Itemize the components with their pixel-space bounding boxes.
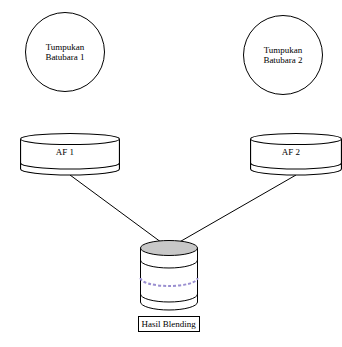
coal-pile-circle: Tumpukan Batubara 1 [25,12,105,92]
node-label: AF 1 [20,147,110,157]
node-label: Tumpukan Batubara 2 [253,45,313,66]
flow-arrow [169,175,296,248]
feeder-cylinder: AF 2 [250,133,342,175]
flow-arrow [70,175,169,248]
node-label: Hasil Blending [138,316,200,332]
coal-pile-circle: Tumpukan Batubara 2 [243,15,323,95]
feeder-cylinder: AF 1 [20,133,120,175]
blend-result: Hasil Blending [140,240,198,336]
node-label: Tumpukan Batubara 1 [35,42,95,63]
node-label: AF 2 [250,147,332,157]
